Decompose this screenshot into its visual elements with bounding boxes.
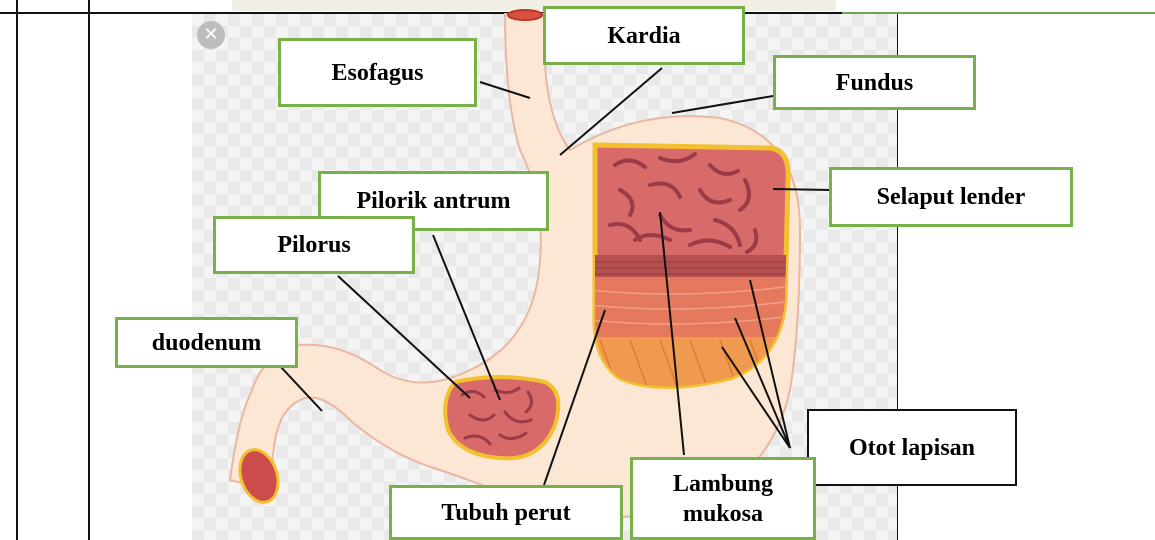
- label-fundus: Fundus: [773, 55, 976, 110]
- label-pilorus: Pilorus: [213, 216, 415, 274]
- label-duodenum: duodenum: [115, 317, 298, 368]
- label-esofagus: Esofagus: [278, 38, 477, 107]
- label-selaput-lender: Selaput lender: [829, 167, 1073, 227]
- label-lambung-mukosa-line1: Lambung: [673, 469, 773, 499]
- label-kardia: Kardia: [543, 6, 745, 65]
- antrum-cutaway: [445, 377, 558, 458]
- label-otot-lapisan: Otot lapisan: [807, 409, 1017, 486]
- label-tubuh-perut: Tubuh perut: [389, 485, 623, 540]
- label-lambung-mukosa: Lambung mukosa: [630, 457, 816, 540]
- label-lambung-mukosa-line2: mukosa: [683, 499, 763, 529]
